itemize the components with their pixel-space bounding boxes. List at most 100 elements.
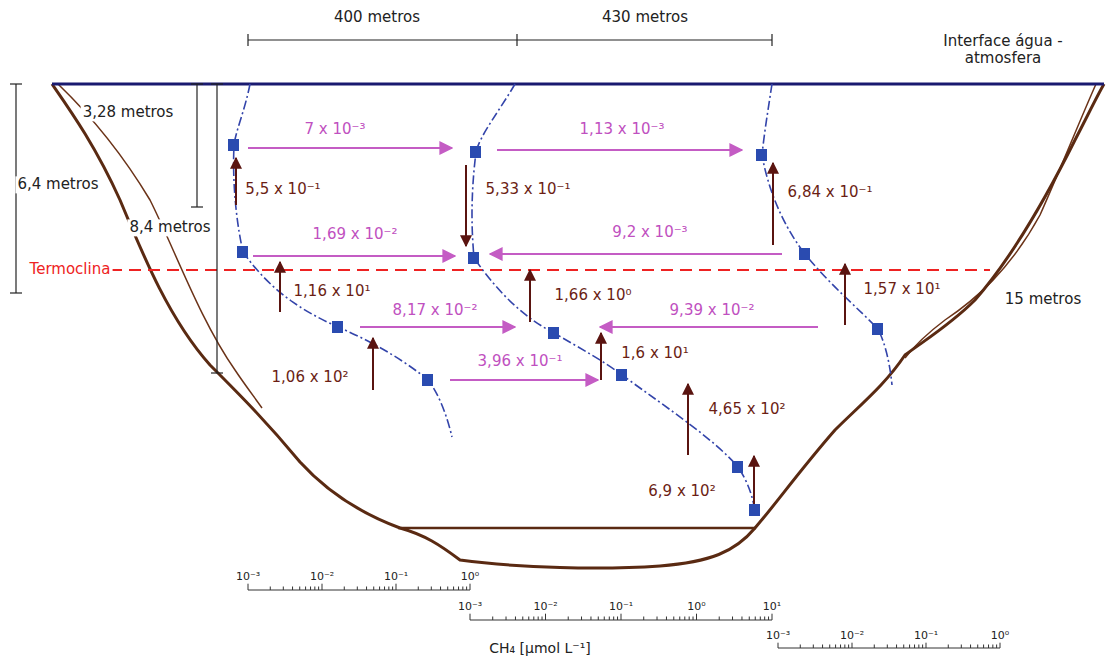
flux-value: 3,96 x 10⁻¹ <box>476 353 565 370</box>
drawing-stroke <box>822 645 823 649</box>
dimension-bracket <box>10 34 772 373</box>
drawing-stroke <box>609 617 610 621</box>
drawing-stroke <box>741 617 742 621</box>
drawing-stroke <box>848 645 849 649</box>
drawing-stroke <box>458 587 459 591</box>
drawing-stroke <box>771 34 772 46</box>
sample-point <box>228 139 883 516</box>
drawing-stroke <box>689 617 690 621</box>
drawing-stroke <box>283 587 284 591</box>
drawing-stroke <box>903 645 904 649</box>
drawing-stroke <box>756 149 767 161</box>
flux-value: 1,06 x 10² <box>270 369 351 386</box>
drawing-stroke <box>248 147 452 149</box>
drawing-stroke <box>914 645 915 649</box>
drawing-stroke <box>760 617 761 621</box>
dimension-label: 15 metros <box>1003 291 1083 308</box>
drawing-stroke <box>237 246 248 258</box>
drawing-stroke <box>506 617 507 621</box>
drawing-stroke <box>538 617 539 621</box>
drawing-stroke <box>470 583 471 590</box>
drawing-stroke <box>772 613 773 620</box>
drawing-stroke <box>450 379 598 381</box>
drawing-stroke <box>211 83 223 84</box>
drawing-stroke <box>466 587 467 591</box>
methane-profile <box>234 84 892 510</box>
drawing-stroke <box>253 255 455 257</box>
drawing-stroke <box>332 321 343 333</box>
drawing-stroke <box>529 270 531 322</box>
drawing-stroke <box>470 613 471 620</box>
drawing-stroke <box>977 645 978 649</box>
flux-value: 1,16 x 10¹ <box>292 283 373 300</box>
log-axis <box>248 583 1000 648</box>
axis-tick-label: 10⁻¹ <box>382 571 410 584</box>
drawing-stroke <box>548 327 559 339</box>
drawing-stroke <box>590 617 591 621</box>
flux-value: 5,5 x 10⁻¹ <box>243 181 322 198</box>
drawing-stroke <box>357 587 358 591</box>
axis-title: CH₄ [μmol L⁻¹] <box>487 640 593 656</box>
drawing-stroke <box>693 617 694 621</box>
drawing-stroke <box>887 645 888 649</box>
drawing-stroke <box>497 149 742 151</box>
dimension-label: 400 metros <box>332 9 422 26</box>
drawing-stroke <box>948 645 949 649</box>
drawing-stroke <box>372 338 374 390</box>
drawing-stroke <box>598 617 599 621</box>
flux-value: 1,13 x 10⁻³ <box>578 121 667 138</box>
thermocline-label: Termoclina <box>28 261 113 278</box>
drawing-stroke <box>318 587 319 591</box>
drawing-stroke <box>465 165 467 246</box>
drawing-stroke <box>988 645 989 649</box>
drawing-stroke <box>772 163 774 245</box>
drawing-stroke <box>687 384 689 455</box>
dimension-label: 3,28 metros <box>81 104 176 121</box>
drawing-stroke <box>366 587 367 591</box>
drawing-stroke <box>247 34 248 46</box>
drawing-stroke <box>453 587 454 591</box>
drawing-stroke <box>462 587 463 591</box>
drawing-stroke <box>191 83 203 84</box>
thermocline-line <box>110 269 990 271</box>
drawing-stroke <box>379 587 380 591</box>
drawing-stroke <box>515 617 516 621</box>
drawing-stroke <box>961 645 962 649</box>
flux-value: 1,6 x 10¹ <box>619 345 690 362</box>
drawing-stroke <box>768 617 769 621</box>
drawing-stroke <box>228 139 239 151</box>
drawing-stroke <box>279 262 281 312</box>
flux-value: 7 x 10⁻³ <box>303 121 368 138</box>
drawing-stroke <box>799 248 810 260</box>
flux-value: 9,2 x 10⁻³ <box>610 224 689 241</box>
axis-tick-label: 10⁻² <box>838 630 866 643</box>
drawing-stroke <box>533 617 534 621</box>
flux-value: 6,84 x 10⁻¹ <box>786 184 875 201</box>
drawing-stroke <box>666 617 667 621</box>
vertical-flux-arrow <box>236 158 845 504</box>
drawing-stroke <box>844 645 845 649</box>
drawing-stroke <box>749 504 760 516</box>
drawing-stroke <box>600 326 818 328</box>
drawing-stroke <box>732 461 743 473</box>
drawing-stroke <box>617 617 618 621</box>
drawing-stroke <box>422 374 433 386</box>
drawing-stroke <box>643 617 644 621</box>
drawing-stroke <box>248 39 772 40</box>
drawing-stroke <box>749 617 750 621</box>
drawing-stroke <box>844 264 846 325</box>
drawing-stroke <box>835 645 836 649</box>
drawing-stroke <box>388 587 389 591</box>
axis-tick-label: 10⁻³ <box>456 601 484 614</box>
drawing-stroke <box>344 587 345 591</box>
drawing-stroke <box>581 617 582 621</box>
drawing-stroke <box>468 252 479 264</box>
drawing-stroke <box>616 369 627 381</box>
drawing-stroke <box>447 587 448 591</box>
drawing-stroke <box>800 645 801 649</box>
drawing-stroke <box>310 587 311 591</box>
drawing-stroke <box>270 587 271 591</box>
drawing-stroke <box>490 253 782 255</box>
drawing-stroke <box>996 645 997 649</box>
flux-value: 4,65 x 10² <box>707 401 788 418</box>
